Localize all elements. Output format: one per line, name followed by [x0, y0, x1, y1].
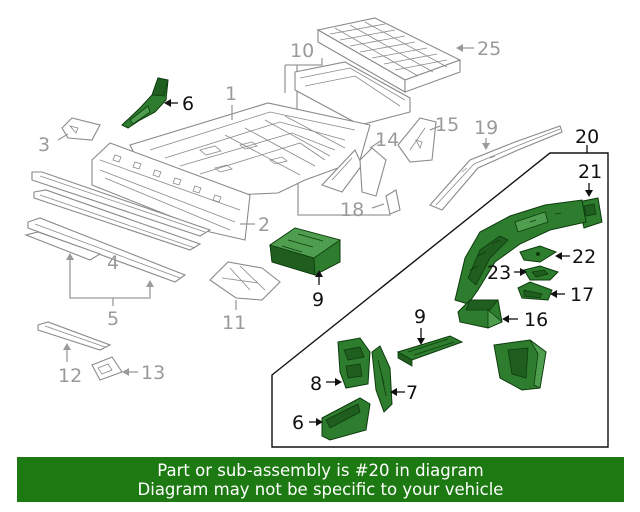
callout-3: 3	[38, 134, 50, 156]
callout-21: 21	[578, 161, 602, 183]
arrow-6b	[316, 418, 323, 426]
leader-5-bracket	[69, 255, 151, 299]
arrow-22	[555, 252, 562, 260]
callout-12: 12	[58, 365, 82, 387]
part-8-panel-highlight	[337, 337, 371, 389]
part-20-lower-bracket-highlight	[493, 339, 547, 391]
callout-20: 20	[575, 126, 599, 148]
callout-9b: 9	[414, 306, 426, 328]
arrow-19	[482, 143, 490, 150]
part-15-bracket	[397, 117, 437, 163]
part-6-bracket-highlight-top	[121, 77, 169, 129]
callout-8: 8	[310, 373, 322, 395]
callout-17: 17	[570, 284, 594, 306]
part-23-bracket	[523, 265, 559, 281]
part-25-cargo-tray	[316, 17, 462, 93]
callout-16: 16	[524, 309, 548, 331]
leader-15	[429, 125, 441, 131]
callout-11: 11	[222, 312, 246, 334]
arrow-8	[335, 378, 342, 386]
leader-3	[57, 133, 69, 141]
callout-25: 25	[477, 38, 501, 60]
part-4-rail-lower	[24, 217, 187, 283]
leader-14	[369, 139, 383, 149]
callout-22: 22	[572, 246, 596, 268]
arrow-25	[456, 44, 463, 52]
callout-6b: 6	[292, 412, 304, 434]
arrow-17	[550, 290, 557, 298]
callout-9a: 9	[312, 289, 324, 311]
part-17-bracket	[517, 281, 553, 301]
callout-14: 14	[375, 129, 399, 151]
part-18-small-part	[385, 189, 401, 215]
part-22-plate	[519, 245, 558, 263]
leader-18	[371, 203, 385, 209]
callout-4: 4	[107, 252, 119, 274]
part-20-group-box	[271, 152, 609, 448]
part-19-rail	[429, 125, 563, 211]
callout-13: 13	[141, 362, 165, 384]
part-11-bracket	[209, 261, 281, 301]
part-9-floor-rail-highlight	[396, 335, 464, 367]
arrow-21	[585, 190, 593, 197]
notice-banner: Part or sub-assembly is #20 in diagram D…	[17, 457, 624, 502]
part-7-strip-highlight	[371, 345, 393, 413]
arrow-9a	[315, 270, 323, 277]
part-20-rail-highlight	[454, 199, 587, 305]
arrow-7	[390, 388, 397, 396]
callout-10: 10	[290, 40, 314, 62]
callout-2: 2	[258, 214, 270, 236]
callout-5: 5	[107, 308, 119, 330]
part-2-front-panel	[91, 142, 251, 241]
arrow-6a	[164, 99, 171, 107]
part-14-bracket	[321, 147, 387, 197]
notice-line-1: Part or sub-assembly is #20 in diagram	[157, 460, 484, 480]
part-16-box	[457, 299, 503, 329]
part-13-small-bracket	[91, 356, 123, 381]
callout-6a: 6	[182, 93, 194, 115]
arrow-23	[520, 268, 527, 276]
arrow-16	[502, 315, 509, 323]
arrow-13	[122, 368, 129, 376]
callout-23: 23	[487, 262, 511, 284]
notice-line-2: Diagram may not be specific to your vehi…	[137, 479, 504, 499]
arrow-9b	[417, 338, 425, 345]
part-6-bracket-highlight-bottom	[321, 397, 371, 441]
part-12-rail-small	[37, 321, 112, 351]
part-4-rail-upper	[31, 171, 212, 251]
callout-1: 1	[225, 83, 237, 105]
callout-15: 15	[435, 114, 459, 136]
callout-18: 18	[340, 199, 364, 221]
callout-19: 19	[474, 117, 498, 139]
part-9-tray-highlight	[269, 227, 341, 276]
arrow-12	[63, 343, 71, 350]
callout-7: 7	[406, 382, 418, 404]
part-3-bracket	[61, 117, 101, 141]
